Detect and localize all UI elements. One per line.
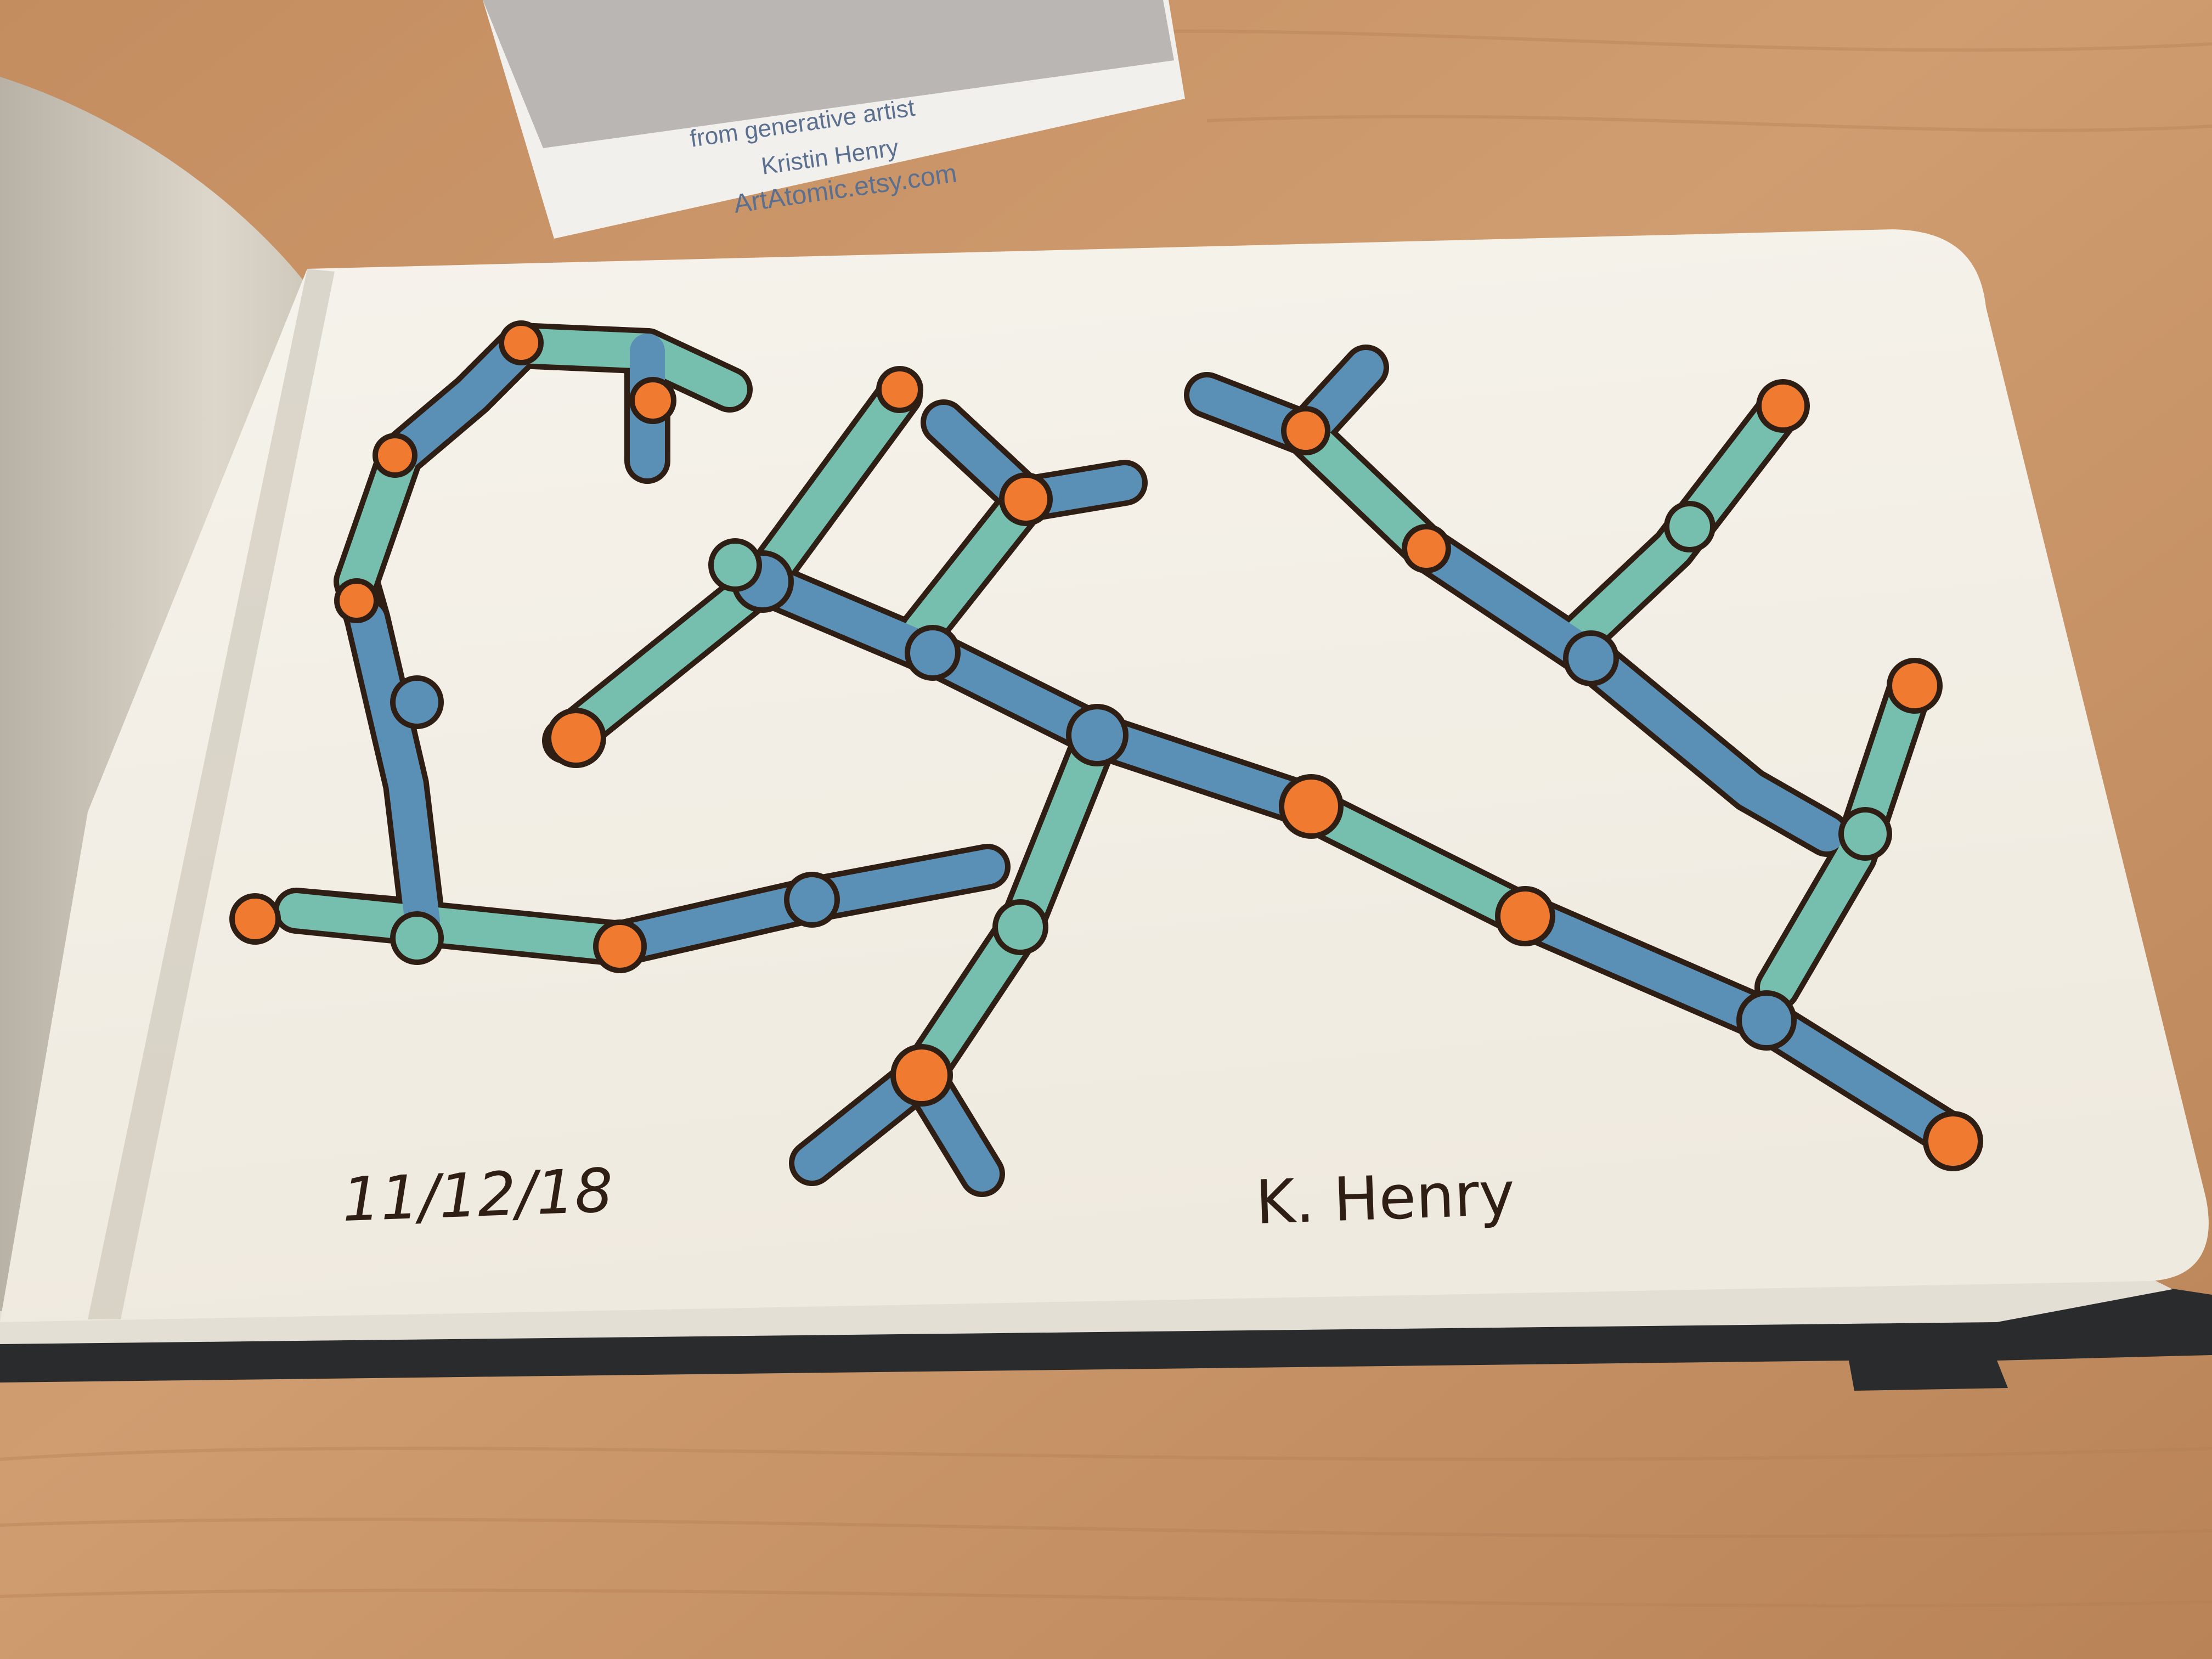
orange-nodes — [229, 320, 1983, 1171]
artist-signature: K. Henry — [1254, 1159, 1516, 1238]
sketch-date: 11/12/18 — [341, 1155, 614, 1235]
page-gutter-shadow — [88, 269, 335, 1319]
wood-grain — [0, 29, 2212, 1607]
business-card: from generative artist Kristin Henry Art… — [483, 0, 1185, 239]
drawing — [229, 320, 1983, 1197]
